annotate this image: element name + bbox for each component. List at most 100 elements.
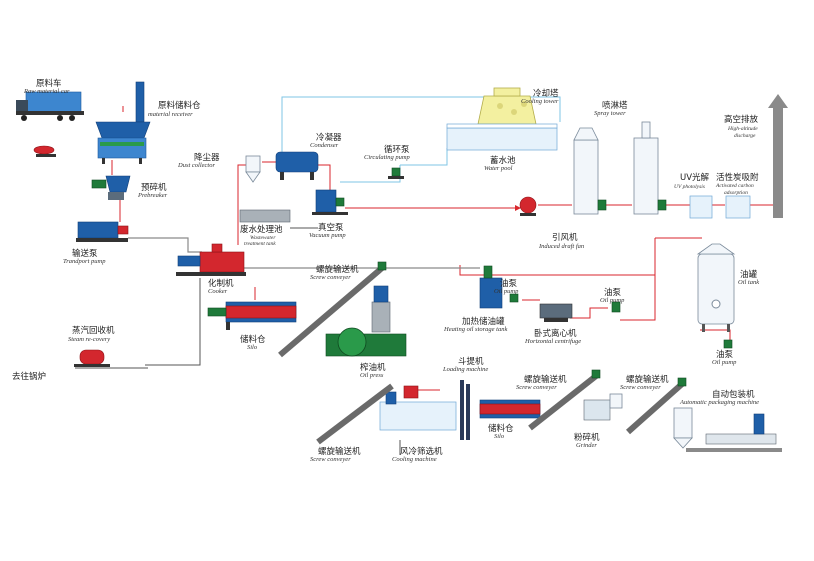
water-pool-label-en: Water pool: [484, 165, 513, 172]
material-receiver-label-zh: 原料储料仓: [158, 100, 201, 111]
wastewater-tank-label-en-1: Wastewater: [250, 235, 276, 241]
raw-material-car-label-zh: 原料车: [36, 78, 62, 89]
grinder: [583, 393, 623, 421]
uv-photolysis-unit: [689, 195, 713, 219]
cooker: [176, 243, 246, 276]
screw-conveyer-1-label-en: Screw conveyer: [310, 274, 351, 281]
screw-conveyer-1: [278, 261, 387, 358]
dust-collector-label-en: Dust collector: [177, 162, 215, 169]
oil-pump-1-label-en: Oil pump: [494, 288, 519, 295]
horizontal-centrifuge-label-zh: 卧式离心机: [534, 328, 577, 339]
screw-conveyer-3: [528, 369, 601, 431]
oil-pump-3-label-zh: 油泵: [716, 349, 734, 360]
feed-pump-top: [33, 145, 56, 157]
loading-machine-label-zh: 斗提机: [458, 356, 484, 367]
oil-press-label-en: Oil press: [360, 372, 384, 379]
oil-tank-label-en: Oil tank: [738, 279, 759, 286]
wastewater-tank-label-zh: 废水处理池: [240, 224, 283, 235]
loading-machine: [460, 380, 470, 440]
silo-2-label-en: Silo: [494, 433, 505, 440]
cooker-label-en: Cooker: [208, 288, 228, 295]
silo-1: [207, 301, 297, 330]
silo-1-label-en: Silo: [247, 344, 258, 351]
oil-tank: [696, 243, 736, 332]
screw-conveyer-4: [626, 377, 687, 435]
condenser-label-zh: 冷凝器: [316, 132, 342, 143]
dust-collector-label-zh: 降尘器: [194, 152, 220, 163]
material-receiver-label-en: material receiver: [148, 111, 193, 118]
automatic-packaging-machine: [673, 407, 782, 452]
oil-pump-2-label-en: Oil pump: [600, 297, 625, 304]
spray-tower-label-zh: 喷淋塔: [602, 100, 628, 111]
screw-conveyer-3-label-en: Screw conveyer: [620, 384, 661, 391]
screw-conveyer-2-label-en: Screw conveyer: [516, 384, 557, 391]
oil-pump-3-label-en: Oil pump: [712, 359, 737, 366]
induced-draft-fan-label-en: Induced draft fan: [538, 243, 584, 250]
cooling-machine-label-en: Cooling machine: [392, 456, 437, 463]
cooling-tower-label-en: Cooling tower: [521, 98, 559, 105]
vacuum-pump-label-zh: 真空泵: [318, 222, 344, 233]
oil-pump-1-label-zh: 油泵: [500, 278, 518, 289]
raw-material-car: [16, 91, 84, 121]
labels: 原料车 Raw material car 原料储料仓 material rece…: [12, 78, 759, 463]
steam-recovery-label-zh: 蒸汽回收机: [72, 325, 115, 336]
oil-pump-1: [509, 293, 519, 303]
activated-carbon-label-en-2: adsorption: [724, 190, 748, 196]
transport-pump: [76, 221, 129, 242]
silo-2: [479, 399, 541, 419]
steam-recovery-unit: [74, 349, 110, 367]
cooling-tower: [477, 87, 537, 125]
prebreaker: [91, 175, 131, 200]
heating-oil-tank-label-zh: 加热储油罐: [462, 316, 505, 327]
steam-recovery-label-en: Steam re-covery: [68, 336, 110, 343]
water-pool-label-zh: 蓄水池: [490, 155, 516, 166]
raw-material-car-label-en: Raw material car: [23, 88, 70, 95]
pipes: [75, 96, 775, 455]
dust-collector: [245, 155, 261, 183]
auto-packaging-label-zh: 自动包装机: [712, 389, 755, 400]
heating-oil-tank-label-en: Heating oil storage tank: [443, 326, 507, 333]
transport-pump-label-zh: 输送泵: [72, 248, 98, 259]
oil-press: [325, 285, 407, 357]
silo-2-label-zh: 储料仓: [488, 423, 514, 434]
activated-carbon-label-zh: 活性炭吸附: [716, 172, 759, 183]
cooling-machine: [379, 385, 457, 431]
wastewater-tank-label-en-2: treatment tank: [244, 241, 276, 247]
spray-tower-label-en: Spray tower: [594, 110, 626, 117]
oil-pump-3: [723, 339, 733, 349]
wastewater-treatment-tank: [239, 209, 291, 223]
grinder-label-en: Grinder: [576, 442, 597, 449]
screw-conveyer-2: [316, 383, 394, 445]
auto-packaging-label-en: Automatic packaging machine: [679, 399, 759, 406]
vacuum-pump-label-en: Vacuum pump: [309, 232, 346, 239]
screw-conveyer-3-label-zh: 螺旋输送机: [626, 374, 669, 385]
to-boiler-label: 去往锅炉: [12, 371, 46, 382]
oil-tank-label-zh: 油罐: [740, 269, 758, 280]
circulating-pump-label-zh: 循环泵: [384, 144, 410, 155]
heating-oil-storage-tank: [479, 265, 503, 309]
cooling-tower-label-zh: 冷却塔: [533, 88, 559, 99]
cooker-label-zh: 化制机: [208, 278, 234, 289]
screw-conveyer-4-label-zh: 螺旋输送机: [318, 446, 361, 457]
screw-conveyer-4-label-en: Screw conveyer: [310, 456, 351, 463]
screw-conveyer-2-label-zh: 螺旋输送机: [524, 374, 567, 385]
condenser: [275, 151, 319, 180]
induced-draft-fan-label-zh: 引风机: [552, 232, 578, 243]
prebreaker-label-en: Prebreaker: [137, 192, 168, 199]
horizontal-centrifuge-label-en: Horizontal centrifuge: [524, 338, 581, 345]
screw-conveyer-1-label-zh: 螺旋输送机: [316, 264, 359, 275]
silo-1-label-zh: 储料仓: [240, 334, 266, 345]
spray-tower-1: [573, 127, 607, 215]
high-altitude-label-en-1: High-altitude: [727, 126, 758, 132]
oil-pump-2-label-zh: 油泵: [604, 287, 622, 298]
spray-tower-2: [633, 121, 667, 215]
vacuum-pump: [312, 189, 348, 215]
high-altitude-label-en-2: discharge: [734, 133, 756, 139]
high-altitude-label-zh: 高空排放: [724, 114, 759, 125]
prebreaker-label-zh: 预碎机: [141, 182, 167, 193]
cooling-machine-label-zh: 风冷筛选机: [400, 446, 443, 457]
oil-press-label-zh: 榨油机: [360, 362, 386, 373]
circulating-pump: [388, 167, 404, 179]
material-receiver: [95, 81, 151, 164]
water-pool: [446, 123, 558, 151]
